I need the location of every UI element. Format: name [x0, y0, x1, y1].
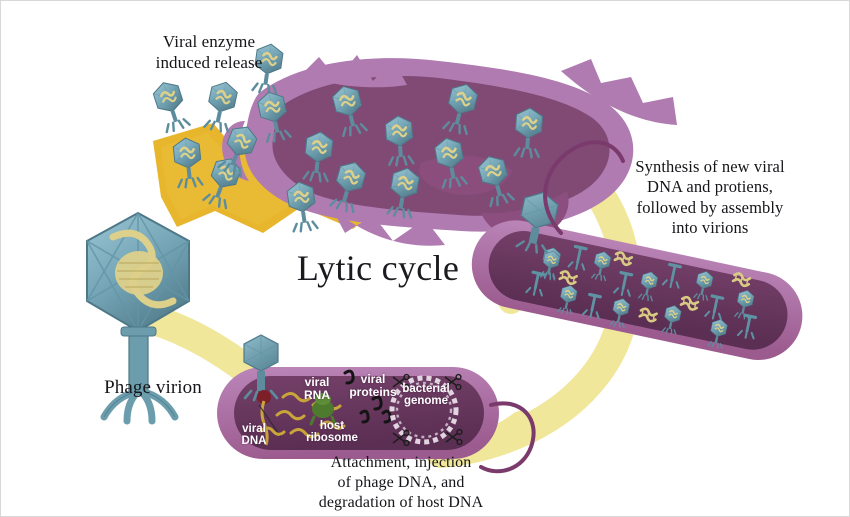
phage-virion-large — [86, 211, 190, 425]
label-phage-virion: Phage virion — [104, 377, 202, 398]
label-synthesis-of-new-viral-dna: Synthesis of new viral DNA and protiens,… — [635, 157, 785, 238]
flagellum — [543, 140, 625, 235]
diagram-title: Lytic cycle — [296, 248, 460, 288]
label-viral-enzyme-induced-release: Viral enzyme induced release — [155, 32, 263, 73]
host-ribosome — [309, 393, 337, 426]
viral-proteins — [343, 369, 392, 424]
inner-label-host-ribosome: host ribosome — [306, 420, 358, 445]
phage-dna-helix — [109, 229, 177, 309]
attached-phage — [243, 334, 279, 402]
bacterial-genome-ring — [389, 375, 459, 445]
released-phage — [149, 77, 193, 135]
attachment-bacterium — [217, 334, 536, 474]
injection-plug — [257, 390, 271, 404]
inner-label-viral-proteins: viral proteins — [349, 372, 397, 399]
inner-label-viral-rna: viral RNA — [304, 375, 330, 402]
label-attachment-injection-degradation: Attachment, injection of phage DNA, and … — [318, 454, 484, 511]
inner-label-viral-dna: viral DNA — [241, 423, 267, 448]
inner-label-bacterial-genome: bacterial genome — [402, 383, 450, 408]
